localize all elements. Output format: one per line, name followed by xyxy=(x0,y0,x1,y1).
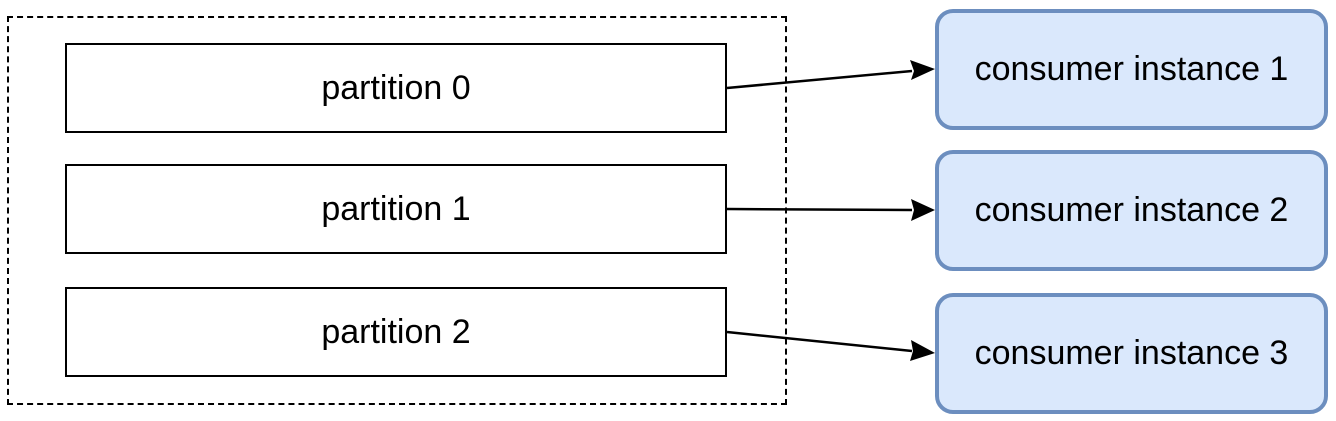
partition-label: partition 0 xyxy=(321,68,471,107)
consumer-label: consumer instance 3 xyxy=(974,334,1289,372)
consumer-label: consumer instance 2 xyxy=(974,191,1289,229)
consumer-label: consumer instance 1 xyxy=(974,50,1289,88)
arrow-partition0-to-consumer1 xyxy=(726,60,935,90)
consumer-instance-box-2: consumer instance 2 xyxy=(935,150,1328,271)
consumer-instance-box-1: consumer instance 1 xyxy=(935,9,1328,130)
arrow-partition1-to-consumer2 xyxy=(726,199,935,221)
partition-box-0: partition 0 xyxy=(65,43,727,133)
partition-label: partition 1 xyxy=(321,189,471,228)
partition-box-1: partition 1 xyxy=(65,164,727,254)
consumer-instance-box-3: consumer instance 3 xyxy=(935,293,1328,414)
partition-label: partition 2 xyxy=(321,312,471,351)
partition-box-2: partition 2 xyxy=(65,287,727,377)
arrow-partition2-to-consumer3 xyxy=(726,330,935,361)
